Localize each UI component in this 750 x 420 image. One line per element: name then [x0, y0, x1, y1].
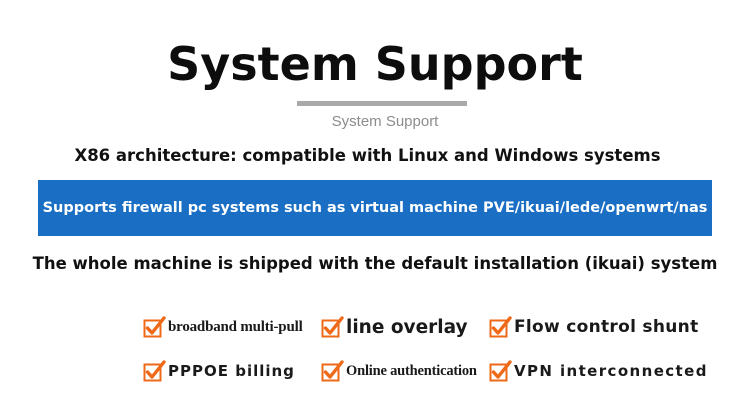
- shipping-text: The whole machine is shipped with the de…: [32, 254, 718, 273]
- feature-item-online-auth: Online authentication: [320, 358, 477, 384]
- feature-banner: Supports firewall pc systems such as vir…: [38, 180, 712, 236]
- feature-item-broadband: broadband multi-pull: [142, 314, 303, 340]
- title-underline: [297, 101, 467, 106]
- feature-banner-text: Supports firewall pc systems such as vir…: [42, 200, 708, 216]
- feature-label: line overlay: [346, 316, 468, 338]
- feature-item-vpn: VPN interconnected: [488, 358, 708, 384]
- page-title: System Support: [167, 37, 583, 91]
- feature-item-line-overlay: line overlay: [320, 314, 468, 340]
- architecture-text: X86 architecture: compatible with Linux …: [74, 146, 661, 165]
- checkbox-checked-icon: [143, 316, 166, 338]
- feature-label: Flow control shunt: [514, 317, 699, 337]
- checkbox-checked-icon: [489, 360, 512, 382]
- feature-item-flow-control: Flow control shunt: [488, 314, 699, 340]
- checkbox-checked-icon: [489, 316, 512, 338]
- feature-label: broadband multi-pull: [168, 318, 303, 335]
- checkbox-checked-icon: [143, 360, 166, 382]
- feature-label: Online authentication: [346, 362, 477, 379]
- checkbox-checked-icon: [321, 316, 344, 338]
- feature-label: PPPOE billing: [168, 362, 295, 380]
- feature-item-pppoe: PPPOE billing: [142, 358, 295, 384]
- checkbox-checked-icon: [321, 360, 344, 382]
- feature-label: VPN interconnected: [514, 362, 708, 380]
- page-subtitle: System Support: [331, 113, 439, 130]
